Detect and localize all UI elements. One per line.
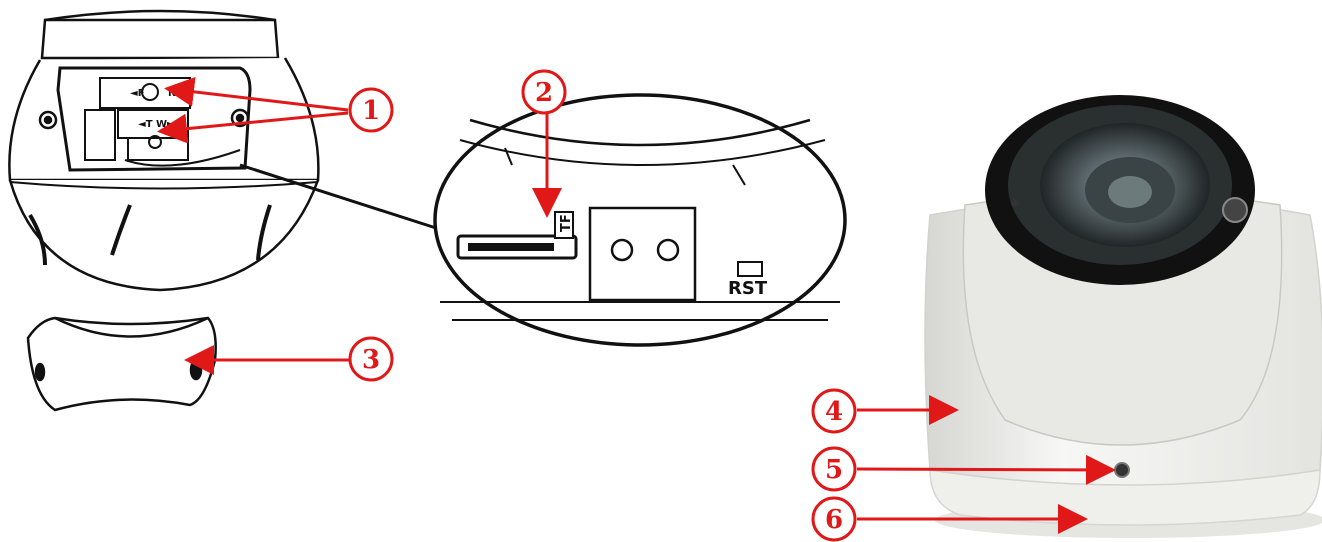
svg-text:6: 6 — [825, 505, 843, 535]
callout-4: 4 — [813, 390, 855, 432]
svg-text:◄F: ◄F — [130, 88, 145, 99]
slot-cover-icon — [28, 318, 216, 410]
svg-text:4: 4 — [825, 397, 843, 427]
camera-back-view-icon: ◄F N► ◄T W► — [9, 11, 318, 290]
svg-text:1: 1 — [362, 96, 380, 126]
svg-text:5: 5 — [825, 455, 843, 485]
callout-3: 3 — [350, 338, 392, 380]
svg-text:◄T W►: ◄T W► — [138, 119, 175, 130]
callout-5: 5 — [813, 448, 855, 490]
reset-label: RST — [728, 278, 768, 299]
callout-1: 1 — [350, 89, 392, 131]
svg-text:3: 3 — [362, 345, 380, 375]
arrow-5 — [857, 469, 1110, 470]
card-slot-label: TF — [559, 214, 574, 232]
callout-2: 2 — [523, 71, 565, 113]
callout-6: 6 — [813, 498, 855, 540]
dome-camera-photo-icon — [925, 95, 1322, 538]
svg-text:2: 2 — [535, 78, 553, 108]
sd-slot-closeup-icon: TF RST — [435, 95, 845, 345]
